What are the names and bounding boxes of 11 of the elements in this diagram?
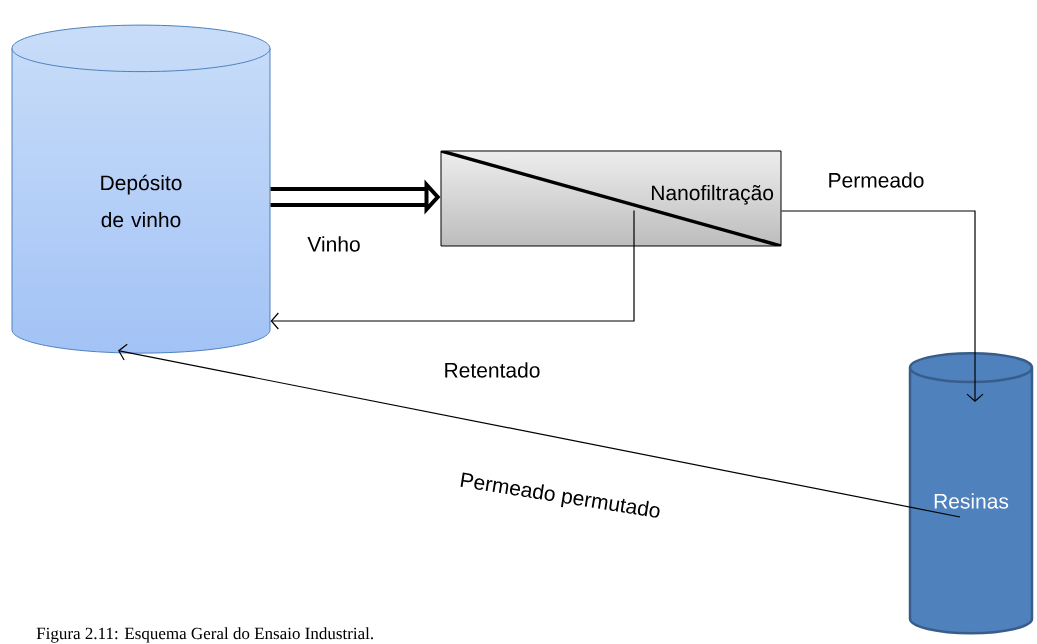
arrow — [780, 210, 984, 402]
tank-cylinder: Depósito de vinho — [11, 24, 271, 354]
arrow — [270, 209, 635, 330]
edge-label: Retentado — [442, 361, 542, 379]
edge-label: Permeado — [826, 171, 926, 189]
edge-label: Vinho — [306, 235, 362, 253]
filter-box: Nanofiltração — [440, 150, 782, 247]
arrow — [118, 343, 961, 518]
resin-cylinder: Resinas — [908, 351, 1034, 635]
caption: Figura 2.11: Esquema Geral do Ensaio Industrial. — [36, 627, 373, 643]
edge-label: Permeado permutado — [457, 470, 663, 524]
